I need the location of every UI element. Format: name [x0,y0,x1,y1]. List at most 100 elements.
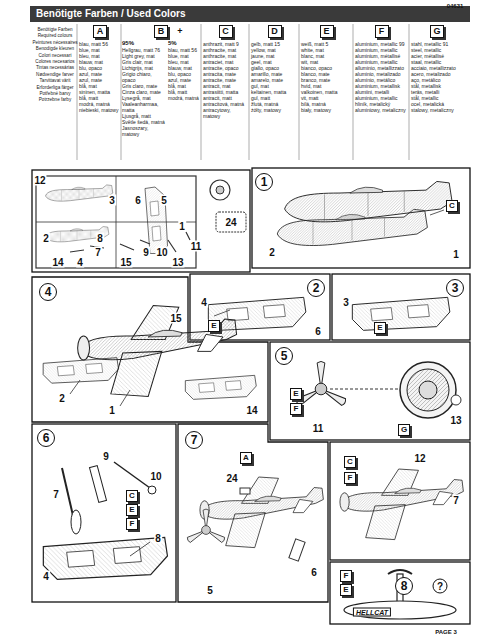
color-table-rules [353,24,354,160]
step-number: 4 [39,283,57,301]
color-name: blu, opaco [168,71,200,77]
color-name: žlutá, matná [251,101,298,107]
step-number: 8 [395,577,413,595]
color-name: acero, metalizado [411,71,463,77]
color-name: sininen, matta [79,89,121,95]
panel-frames [270,342,470,440]
color-name: blå, matt [168,89,200,95]
color-callout: E [290,388,302,400]
step4-assembly [43,306,256,407]
color-share-column: 95%Hellgrau, matt 76Light grey, matGris … [122,40,166,137]
part-number: 9 [142,247,150,258]
step-number: 2 [307,279,325,297]
color-name: bianco, opaco [301,65,352,71]
help-symbol: ? [433,579,448,594]
parts-sprue [36,176,246,268]
color-name: Gris claro, mate [122,83,166,89]
language-heading: Peintures nécessaires [32,39,77,44]
part-number: 10 [149,471,162,482]
panel-frames [178,424,328,602]
color-name: antraciet, mat [203,59,248,65]
language-heading: Tarvittavat värit [40,78,71,83]
step4-assembly [120,390,130,406]
color-name: ocel, metalická [411,101,463,107]
color-share-column: 5%blau, matt 56blue, matbleu, matblauw, … [168,40,200,101]
part-number: 4 [76,257,84,268]
display-stand [388,570,412,574]
color-name: bleu, mat [168,59,200,65]
color-name: anthracite, mat [203,53,248,59]
parts-sprue [36,176,196,268]
color-name: antracita, mate [203,71,248,77]
color-name: acciaio, metallizzato [411,65,463,71]
step2-wing [214,310,230,316]
part-number: 6 [310,567,318,578]
color-name: aluminium, metallisk [355,83,408,89]
part-number: 12 [413,453,426,464]
part-number: 9 [102,451,110,462]
color-name: Light grey, mat [122,53,166,59]
part-number: 12 [33,175,46,186]
step-number: 1 [255,173,273,191]
panel-frames [252,168,470,268]
step1-fuselage [430,210,444,215]
color-name: antracite, mate [203,77,248,83]
step6-landing-gear [114,462,150,488]
color-name: aluminium, métallisé [355,53,408,59]
parts-sprue [216,186,224,194]
color-code: C [219,25,233,38]
color-name: niebieski, matowy [79,107,121,113]
color-table-rules [121,24,122,160]
color-name: vit, matt [301,95,352,101]
color-name: blu, opaco [79,65,121,71]
step7-assembly [186,509,225,543]
color-name: Světle šedá, matná [122,119,166,125]
color-name: branco, mate [301,77,352,83]
panel-frames [330,442,470,560]
step6-landing-gear [89,466,106,503]
color-callout: F [340,570,352,582]
color-name: azul, mate [79,71,121,77]
final-aircraft [340,469,463,540]
language-heading: Colori necessari [39,52,72,57]
language-heading: Required colours [38,33,73,38]
color-table-rules [201,24,202,160]
color-name: aluminium, metallic [355,59,408,65]
color-column: Eweiß, matt 5white, matblanc, matwit, ma… [301,24,352,113]
color-column: Gstahl, metallic 91steel, metallicacier,… [411,24,463,113]
parts-sprue [45,185,112,201]
color-callout: F [344,472,356,484]
language-heading: Tintas necessárias [36,65,74,70]
part-number: 8 [154,533,162,544]
panel-frames [32,277,268,422]
step6-landing-gear [62,468,74,520]
color-name: gul, matt [251,95,298,101]
color-name: amarelo, mate [251,77,298,83]
step3-wing [352,297,450,330]
step3-wing [352,297,450,330]
color-name: anthracite, mat [203,47,248,53]
final-aircraft [340,469,463,540]
color-name: wit, mat [301,59,352,65]
color-name: hliník, metalický [355,101,408,107]
step6-landing-gear [43,462,167,579]
color-name: gelb, matt 15 [251,41,298,47]
color-table-rules [77,24,409,160]
step1-fuselage [285,181,452,221]
color-name: bílá, matná [301,101,352,107]
language-heading: Potřebné barvy [39,91,70,96]
color-name: aluminium, metallic 99 [355,41,408,47]
part-number: 2 [268,247,276,258]
color-name: staal, metallic [411,59,463,65]
color-name: antrasiitti, matta [203,89,248,95]
step-number: 7 [185,431,203,449]
color-name: aluminio, metalizado [355,71,408,77]
part-number: 15 [169,313,182,324]
color-name: antracit, mat [203,83,248,89]
mix-sign: + [177,26,182,36]
part-number: 6 [314,326,322,337]
parts-sprue [210,180,230,200]
step1-fuselage [277,181,452,245]
color-name: yellow, mat [251,47,298,53]
step4-assembly [43,358,118,384]
